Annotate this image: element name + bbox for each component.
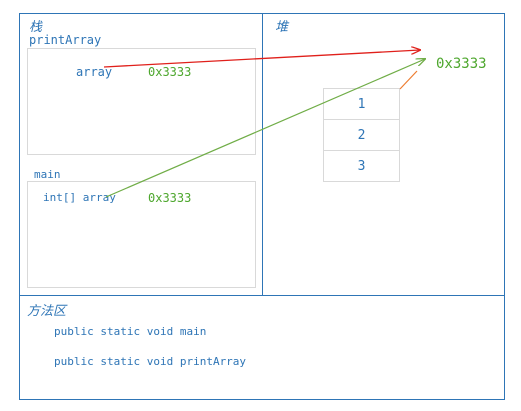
heap-label: 堆 — [275, 20, 289, 35]
method-area-divider — [19, 295, 505, 296]
printarray-var-name: array — [76, 65, 113, 79]
method-area-label: 方法区 — [27, 304, 67, 319]
printarray-frame-title: printArray — [29, 33, 102, 47]
main-var-name: int[] array — [43, 191, 116, 204]
stack-label: 栈 — [29, 20, 43, 35]
method-main: public static void main — [54, 325, 207, 338]
heap-address-link — [399, 70, 418, 90]
printarray-var-value: 0x3333 — [148, 65, 192, 79]
printarray-ref-arrow — [103, 50, 420, 68]
stack-heap-divider — [262, 13, 263, 295]
method-printarray: public static void printArray — [54, 355, 247, 368]
array-cell-2: 3 — [323, 150, 400, 182]
main-ref-arrow — [105, 59, 425, 198]
printarray-stack-frame — [27, 48, 256, 155]
array-cell-0: 1 — [323, 88, 400, 120]
main-var-value: 0x3333 — [148, 191, 192, 205]
main-stack-frame — [27, 181, 256, 288]
main-frame-title: main — [34, 168, 61, 181]
heap-address: 0x3333 — [436, 56, 487, 72]
array-cell-1: 2 — [323, 119, 400, 151]
